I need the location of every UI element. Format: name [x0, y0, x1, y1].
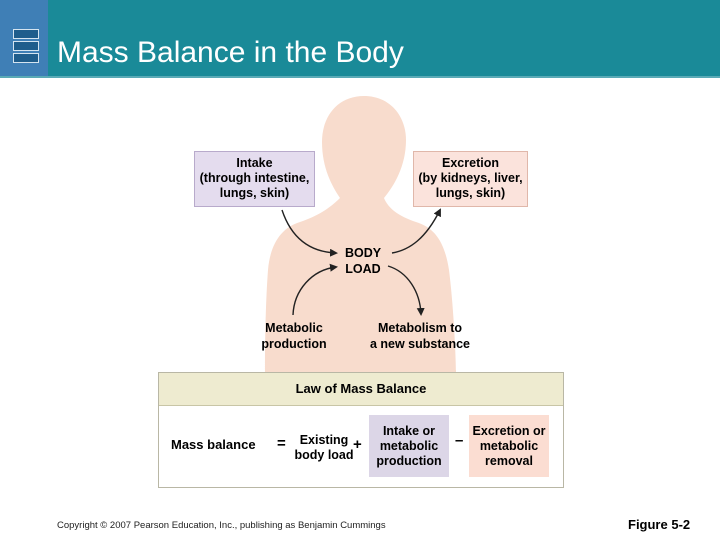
- law-of-mass-balance-panel: Law of Mass Balance Mass balance = Exist…: [158, 372, 564, 488]
- plus-sign: +: [353, 436, 362, 453]
- title-bar: Mass Balance in the Body: [0, 0, 720, 76]
- intake-line: production: [376, 454, 442, 468]
- metabolic-production-line: production: [261, 337, 327, 351]
- metabolic-production-arrow: [292, 263, 338, 316]
- figure-number: Figure 5-2: [628, 517, 691, 532]
- intake-detail: lungs, skin): [219, 186, 290, 200]
- slide-title: Mass Balance in the Body: [57, 36, 404, 69]
- metabolic-production-label: Metabolic production: [252, 320, 336, 352]
- mass-balance-label: Mass balance: [171, 437, 256, 452]
- metabolism-new-line: Metabolism to: [377, 321, 463, 335]
- law-header: Law of Mass Balance: [159, 373, 563, 406]
- excretion-arrow: [391, 208, 441, 254]
- slide-logo-block: [0, 0, 48, 76]
- intake-detail: (through intestine,: [199, 171, 310, 185]
- body-silhouette: [265, 96, 456, 372]
- metabolism-new-line: a new substance: [369, 337, 471, 351]
- metabolism-new-arrow: [387, 265, 425, 316]
- excretion-detail: lungs, skin): [435, 186, 506, 200]
- excretion-detail: (by kidneys, liver,: [418, 171, 523, 185]
- excretion-line: removal: [485, 454, 533, 468]
- metabolism-new-substance-label: Metabolism to a new substance: [362, 320, 478, 352]
- stack-icon-bar: [13, 41, 39, 51]
- equals-sign: =: [277, 435, 286, 452]
- intake-or-production-box: Intake or metabolic production: [369, 415, 449, 477]
- metabolic-production-line: Metabolic: [265, 321, 323, 335]
- excretion-title: Excretion: [442, 156, 499, 170]
- excretion-box: Excretion (by kidneys, liver, lungs, ski…: [413, 151, 528, 207]
- intake-line: metabolic: [379, 439, 439, 453]
- excretion-line: metabolic: [479, 439, 539, 453]
- body-load-line: LOAD: [345, 262, 381, 276]
- title-divider: [0, 76, 720, 78]
- existing-line: body load: [294, 448, 354, 462]
- copyright-notice: Copyright © 2007 Pearson Education, Inc.…: [57, 520, 386, 531]
- stack-icon-bar: [13, 53, 39, 63]
- stack-icon-bar: [13, 29, 39, 39]
- existing-line: Existing: [299, 433, 349, 447]
- excretion-line: Excretion or: [472, 424, 546, 438]
- existing-body-load: Existing body load: [287, 433, 361, 463]
- intake-title: Intake: [236, 156, 273, 170]
- minus-sign: –: [455, 432, 464, 449]
- intake-box: Intake (through intestine, lungs, skin): [194, 151, 315, 207]
- body-load-label: BODY LOAD: [333, 245, 393, 277]
- intake-line: Intake or: [382, 424, 436, 438]
- intake-arrow: [281, 209, 338, 257]
- body-load-line: BODY: [344, 246, 382, 260]
- excretion-or-removal-box: Excretion or metabolic removal: [469, 415, 549, 477]
